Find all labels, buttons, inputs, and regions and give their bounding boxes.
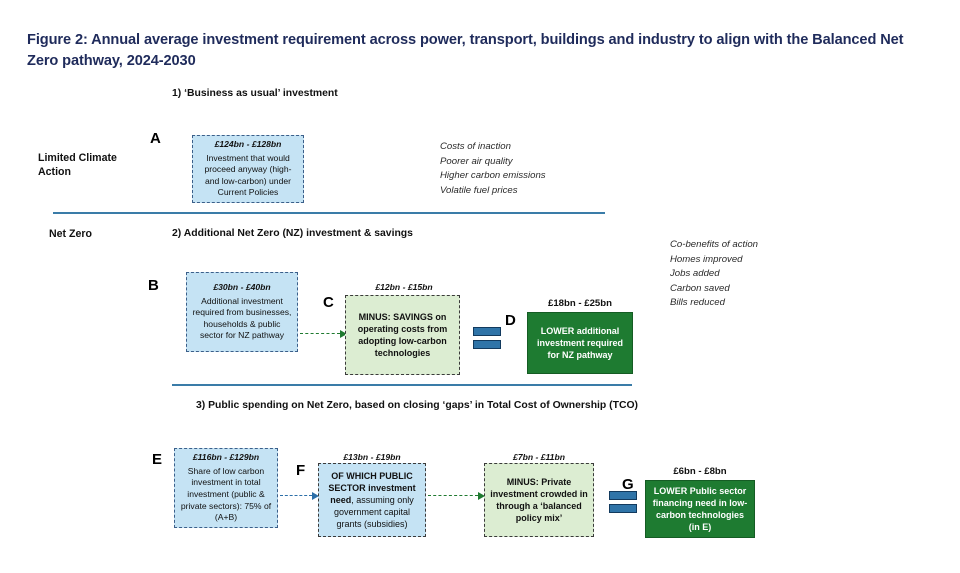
marker-g: G: [622, 476, 634, 493]
box-a-text: Investment that would proceed anyway (hi…: [204, 152, 292, 198]
box-a-business-as-usual: £124bn - £128bn Investment that would pr…: [192, 135, 304, 203]
box-g-lower-public-financing: LOWER Public sector financing need in lo…: [645, 480, 755, 538]
page-title: Figure 2: Annual average investment requ…: [27, 32, 904, 69]
notes-costs-of-inaction: Costs of inaction Poorer air quality Hig…: [440, 141, 546, 196]
box-d-text: LOWER additional investment required for…: [536, 325, 624, 361]
notes-co-benefits: Co-benefits of action Homes improved Job…: [670, 239, 758, 309]
box-e-text: Share of low carbon investment in total …: [180, 465, 272, 523]
box-f-public-sector-need: OF WHICH PUBLIC SECTOR investment need, …: [318, 463, 426, 537]
stage-label-limited-climate-action: Limited Climate Action: [38, 152, 117, 178]
marker-f: F: [296, 462, 306, 479]
divider-section-2: [172, 384, 632, 386]
caption-box-d: £18bn - £25bn: [548, 298, 612, 309]
caption-box-private: £7bn - £11bn: [513, 452, 565, 462]
marker-b: B: [148, 277, 159, 294]
box-c-minus-savings: MINUS: SAVINGS on operating costs from a…: [345, 295, 460, 375]
caption-box-g: £6bn - £8bn: [673, 466, 727, 477]
section-heading-2: 2) Additional Net Zero (NZ) investment &…: [172, 228, 413, 239]
caption-box-f: £13bn - £19bn: [343, 452, 401, 462]
box-b-additional-investment: £30bn - £40bn Additional investment requ…: [186, 272, 298, 352]
section-heading-1: 1) ‘Business as usual’ investment: [172, 88, 338, 99]
box-d-lower-additional-investment: LOWER additional investment required for…: [527, 312, 633, 374]
marker-d: D: [505, 312, 516, 329]
marker-e: E: [152, 451, 163, 468]
arrow-f-to-private: [428, 492, 485, 500]
box-f-rest-text: , assuming only government capital grant…: [333, 494, 414, 530]
stage-label-net-zero: Net Zero: [49, 228, 92, 240]
box-b-value: £30bn - £40bn: [213, 282, 271, 293]
caption-box-c: £12bn - £15bn: [375, 282, 433, 292]
arrow-b-to-c: [300, 330, 347, 338]
equals-icon-row3: [609, 491, 637, 513]
section-heading-3: 3) Public spending on Net Zero, based on…: [196, 400, 639, 411]
equals-icon-row2: [473, 327, 501, 349]
marker-c: C: [323, 294, 334, 311]
box-private-investment-crowded-in: MINUS: Private investment crowded in thr…: [484, 463, 594, 537]
box-f-bold-text: OF WHICH PUBLIC SECTOR investment need: [328, 470, 416, 505]
box-c-text: MINUS: SAVINGS on operating costs from a…: [357, 311, 448, 359]
box-private-text: MINUS: Private investment crowded in thr…: [490, 476, 588, 524]
divider-section-1: [53, 212, 605, 214]
arrow-e-to-f: [280, 492, 319, 500]
box-g-text: LOWER Public sector financing need in lo…: [652, 485, 748, 533]
box-b-text: Additional investment required from busi…: [192, 295, 292, 341]
box-a-value: £124bn - £128bn: [214, 139, 282, 150]
box-e-value: £116bn - £129bn: [192, 452, 260, 463]
box-e-share-low-carbon: £116bn - £129bn Share of low carbon inve…: [174, 448, 278, 528]
marker-a: A: [150, 130, 161, 147]
